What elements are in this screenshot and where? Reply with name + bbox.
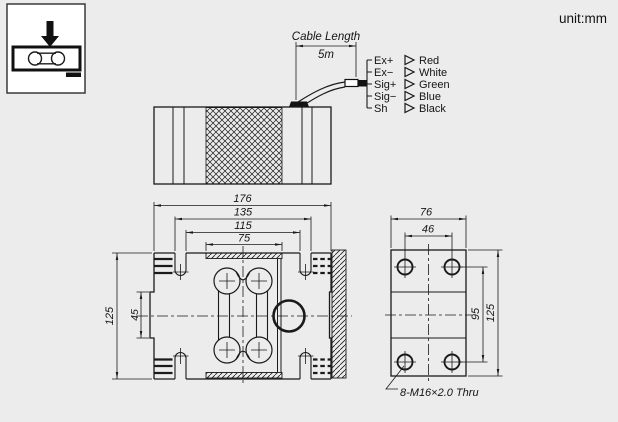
triangle-icon — [404, 54, 416, 66]
triangle-icon — [404, 66, 416, 78]
flexure-strip-bottom — [205, 372, 283, 379]
plan-view — [137, 246, 352, 386]
plan-centerlines — [137, 246, 352, 386]
wire-signal: Sh — [374, 103, 387, 115]
dim-95: 95 — [470, 307, 482, 320]
unit-label: unit:mm — [559, 11, 607, 26]
wire-color: White — [419, 67, 447, 79]
cable-length-label: Cable Length — [292, 31, 360, 43]
plan-dimensions: 176 135 115 75 125 45 — [104, 193, 332, 380]
wire-color: Red — [419, 55, 439, 67]
slot-bands-right — [313, 257, 331, 375]
cable-end — [344, 78, 359, 88]
wire-color: Blue — [419, 91, 441, 103]
dim-76: 76 — [420, 207, 433, 219]
notch-center-marks — [173, 264, 314, 364]
wire-signal: Ex− — [374, 67, 393, 79]
wire-color: Green — [419, 79, 450, 91]
wiring-bracket — [366, 59, 372, 109]
cable-length-value: 5m — [318, 49, 334, 61]
slot-bands-left — [154, 257, 173, 375]
flexure-hatch — [205, 107, 283, 185]
side-view — [153, 106, 332, 185]
dim-46: 46 — [422, 224, 435, 236]
dim-75: 75 — [238, 233, 251, 245]
wire-direction-icons — [404, 54, 416, 114]
fixed-end-mark — [66, 72, 81, 77]
load-arrow-icon — [41, 21, 59, 47]
wiring-legend: Ex+ Ex− Sig+ Sig− Sh Red White Green Blu… — [366, 54, 450, 115]
end-centerlines — [385, 244, 472, 382]
dim-45: 45 — [129, 309, 141, 321]
thread-leader — [385, 365, 405, 390]
triangle-icon — [404, 90, 416, 102]
end-dimensions: 76 46 95 125 8-M16×2.0 Thru — [385, 207, 503, 399]
dim-125-end: 125 — [485, 303, 497, 322]
cable-length-dimension: Cable Length 5m — [292, 31, 360, 100]
wire-color: Black — [419, 103, 446, 115]
hole-center-marks — [394, 256, 463, 373]
dim-125-plan: 125 — [104, 306, 116, 325]
end-view — [385, 244, 472, 382]
beam-body-icon — [11, 45, 82, 72]
triangle-icon — [404, 102, 416, 114]
wire-signal: Sig+ — [374, 79, 396, 91]
dumbbell-cutout-icon — [27, 51, 66, 66]
dim-115: 115 — [234, 220, 252, 232]
load-cell-pictogram — [6, 3, 86, 94]
cable — [289, 78, 367, 108]
thread-note: 8-M16×2.0 Thru — [400, 387, 479, 399]
lobe-center-marks — [219, 273, 267, 358]
dim-176: 176 — [233, 193, 252, 205]
wire-signal: Ex+ — [374, 55, 393, 67]
flexure-strip-top — [205, 252, 283, 259]
mount-plate-section — [331, 249, 347, 379]
wire-signal: Sig− — [374, 91, 396, 103]
cable-connector — [358, 80, 367, 87]
triangle-icon — [404, 78, 416, 90]
dim-135: 135 — [234, 207, 253, 219]
